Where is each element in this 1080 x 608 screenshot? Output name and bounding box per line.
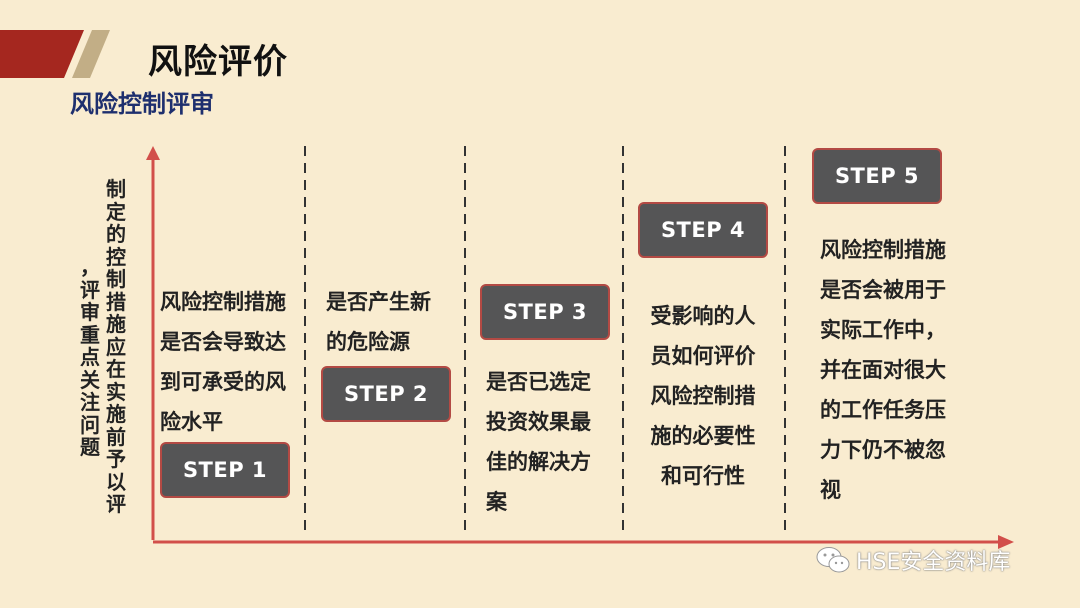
step-5-description: 风险控制措施是否会被用于实际工作中，并在面对很大的工作任务压力下仍不被忽视: [820, 238, 946, 502]
page-subtitle: 风险控制评审: [70, 90, 214, 118]
step-1-description: 风险控制措施是否会导致达到可承受的风险水平: [160, 290, 286, 434]
step-4-description: 受影响的人员如何评价风险控制措施的必要性和可行性: [650, 304, 756, 488]
step-3-description: 是否已选定投资效果最佳的解决方案: [486, 370, 591, 514]
step-4-box: STEP 4: [638, 202, 768, 258]
step-3-box: STEP 3: [480, 284, 610, 340]
page-title: 风险评价: [148, 42, 288, 82]
step-1-box: STEP 1: [160, 442, 290, 498]
watermark-text: HSE安全资料库: [856, 550, 1011, 575]
header-decoration: [0, 30, 110, 78]
wechat-icon: [816, 547, 850, 573]
y-axis-label-column-1: 制定的控制措施应在实施前予以评: [106, 177, 126, 516]
step-5-box: STEP 5: [812, 148, 942, 204]
step-2-box: STEP 2: [321, 366, 451, 422]
step-2-description: 是否产生新的危险源: [326, 290, 431, 354]
watermark: HSE安全资料库: [816, 544, 1010, 576]
y-axis-label-column-2: ，评审重点关注问题: [80, 255, 100, 459]
